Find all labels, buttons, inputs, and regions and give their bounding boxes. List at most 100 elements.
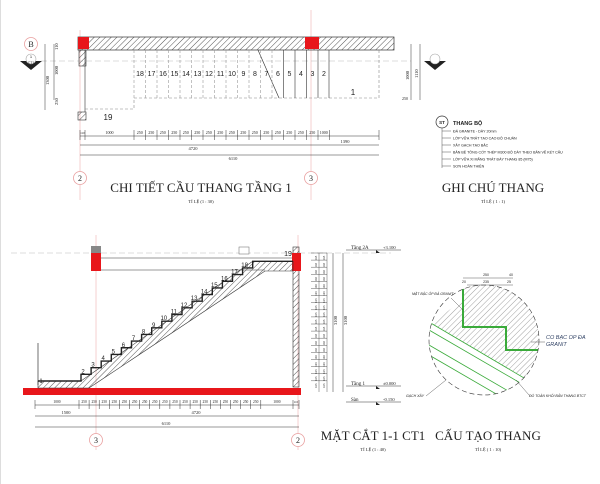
detail-dim-235: 235 [483,280,489,284]
plan-dim: 1000 [106,130,114,135]
floor-slab-section [23,388,301,395]
plan-step-label: 6 [276,71,280,78]
plan-dim: 250 [252,130,258,135]
detail-dim-20: 20 [462,280,466,284]
dim-6110-section: 6110 [162,421,172,426]
plan-dim: 1000 [320,130,328,135]
riser-dim: 165 [322,326,326,331]
note-item: SƠN HOÀN THIỆN [453,164,485,169]
axis-bubble-b [24,37,38,51]
dim-4720-section: 4720 [192,410,202,415]
riser-dim: 165 [314,305,318,310]
riser-dim: 165 [314,277,318,282]
dim-1390: 1390 [341,139,351,144]
plan-step-label: 17 [148,71,156,78]
plan-step-label: 7 [265,71,269,78]
riser-dim: 165 [322,340,326,345]
plan-step-label: 3 [311,71,315,78]
dim-left-250: 250 [54,98,59,106]
plan-dim: 250 [240,130,246,135]
axis-bubble-3 [304,171,318,185]
detail-label-riser: CỔ BẬC ỐP ĐÁ GRANIT [546,335,586,348]
dim-right-1110: 1110 [414,69,419,78]
notes-title: THANG BỘ [453,119,483,127]
dim-left-1300: 1300 [45,75,50,85]
plan-dim: 250 [137,130,143,135]
break-line [257,49,280,99]
plan-step-label: 11 [217,71,224,78]
dim-1500: 1500 [62,410,72,415]
note-item: ĐÁ GRANITE - DÀY 20mm [453,130,496,134]
wall-stub [77,111,87,121]
riser-dim: 165 [314,319,318,324]
stair-detail: 250 40 20 235 25 MẶT BẬC ỐP ĐÁ GRANIT CỔ… [406,273,587,452]
section-mark-number: 1 [30,54,33,59]
section-step-label: 9 [152,323,156,329]
riser-dim: 165 [322,312,326,317]
riser-dim: 165 [322,284,326,289]
detail-label-brick: GẠCH XÂY [406,394,425,398]
section-dim: 250 [132,400,138,404]
detail-scale: TỈ LỆ ( 1 : 10) [475,447,502,452]
level-value: +3.100 [383,245,396,250]
section-dim: 250 [91,400,97,404]
section-step-label: 8 [142,329,146,335]
section-dim: 250 [233,400,239,404]
axis-label-2-section: 2 [296,436,300,445]
detail-dim-25: 25 [507,280,511,284]
section-dim: 250 [182,400,188,404]
riser-dim: 165 [322,333,326,338]
plan-dim: 250 [206,130,212,135]
detail-label-tread: MẶT BẬC ỐP ĐÁ GRANIT [412,291,454,296]
plan-dim: 250 [263,130,269,135]
section-dim: 250 [172,400,178,404]
plan-dim: 250 [286,130,292,135]
step-label-landing: 1 [351,88,356,97]
dim-right-250: 250 [402,96,408,101]
column-left [78,37,89,49]
section-dim: 250 [192,400,198,404]
plan-dim: 250 [183,130,189,135]
section-dim: 1000 [273,400,280,404]
riser-dim: 165 [314,333,318,338]
riser-dim: 165 [314,376,318,381]
level-name: Tầng 1 [351,382,366,387]
note-item: BẢN BÊ TÔNG CỐT THÉP M300 ĐỘ DÀY THEO BẢ… [453,150,563,155]
section-title: MẶT CẮT 1-1 CT1 [321,428,426,443]
section-step-label: 6 [122,343,126,349]
plan-step-label: 4 [299,71,303,78]
plan-step-label: 15 [171,71,179,78]
riser-dim: 165 [322,305,326,310]
axis-label-2: 2 [78,174,82,183]
section-dim: 250 [81,400,87,404]
step-label-top: 19 [104,113,113,122]
plan-step-label: 10 [228,71,236,78]
section-step-label: 2 [81,369,85,375]
riser-dim: 165 [322,369,326,374]
section-dim: 250 [213,400,219,404]
section-step-label: 15 [211,283,218,289]
plan-dim: 250 [171,130,177,135]
level-value: -0.150 [383,397,395,402]
level-name: Sàn [351,398,359,403]
section-step-label: 3 [91,363,95,369]
axis-label-3-section: 3 [94,436,98,445]
plan-dim: 250 [298,130,304,135]
plan-step-label: 12 [205,71,213,78]
dim-left-1000: 1000 [54,65,59,75]
section-marker-left [20,61,42,70]
plan-step-label: 13 [194,71,202,78]
note-item: LỚP VỮA TRÁT TẠO CAO ĐỘ CHUẨN [453,136,517,141]
detail-label-slab: ĐỔ TOÀN KHỐI BẢN THANG BTCT [529,393,587,398]
dim-left-110: 110 [54,43,59,50]
section-dim: 250 [203,400,209,404]
column-right [305,37,319,49]
detail-dim-250: 250 [483,273,489,277]
riser-dim: 165 [322,255,326,260]
riser-dim: 165 [314,312,318,317]
plan-dim: 250 [160,130,166,135]
plan-step-label: 16 [159,71,167,78]
riser-dim: 165 [322,383,326,388]
riser-dim: 165 [322,269,326,274]
